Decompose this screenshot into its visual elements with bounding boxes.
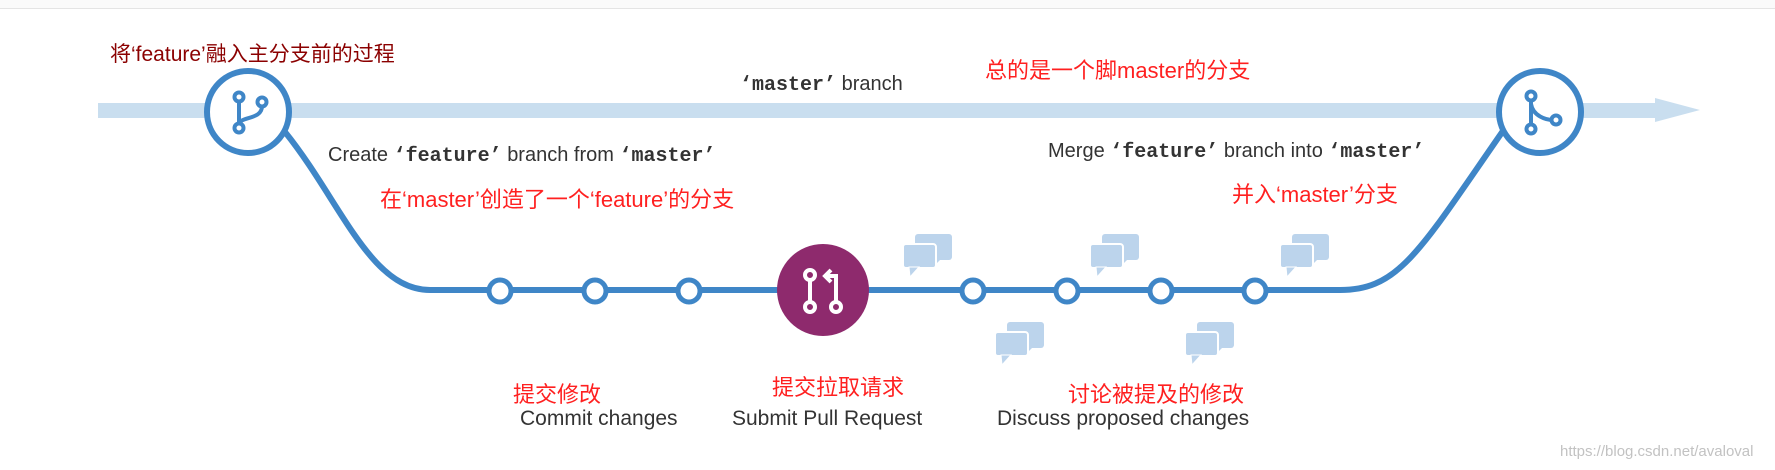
- submit-pull-request-label: Submit Pull Request: [732, 407, 923, 430]
- title-annotation: 将‘feature’融入主分支前的过程: [110, 43, 395, 66]
- commit-node: [581, 277, 609, 305]
- master-branch-label: ‘master’ branch: [740, 74, 903, 96]
- pull-request-icon: [777, 244, 869, 336]
- comment-bubbles-icon: [902, 234, 1329, 367]
- commit-annotation: 提交修改: [513, 382, 602, 407]
- create-prefix: Create: [328, 144, 389, 166]
- pull-request-annotation: 提交拉取请求: [772, 375, 905, 400]
- master-branch-arrow: [98, 98, 1700, 122]
- merge-master: ‘master’: [1328, 141, 1425, 164]
- merge-branch-label: Merge ‘feature’ branch into ‘master’: [1048, 141, 1424, 163]
- watermark: https://blog.csdn.net/avaloval: [1560, 443, 1754, 460]
- commit-node: [1147, 277, 1175, 305]
- create-branch-label: Create ‘feature’ branch from ‘master’: [328, 145, 715, 167]
- master-suffix: branch: [841, 73, 903, 95]
- create-master: ‘master’: [619, 145, 716, 168]
- commit-changes-label: Commit changes: [520, 407, 678, 430]
- merge-feature: ‘feature’: [1110, 141, 1219, 164]
- commit-node: [675, 277, 703, 305]
- commit-nodes: [486, 277, 1269, 305]
- create-annotation: 在‘master’创造了一个‘feature’的分支: [380, 187, 735, 212]
- commit-node: [1053, 277, 1081, 305]
- commit-node: [486, 277, 514, 305]
- discuss-changes-label: Discuss proposed changes: [997, 407, 1250, 430]
- git-merge-icon: [1496, 68, 1584, 156]
- commit-node: [1241, 277, 1269, 305]
- master-name: ‘master’: [740, 74, 837, 97]
- merge-prefix: Merge: [1048, 140, 1105, 162]
- merge-middle: branch into: [1223, 140, 1323, 162]
- git-branch-icon: [204, 68, 292, 156]
- top-border: [0, 0, 1775, 9]
- merge-annotation: 并入‘master’分支: [1232, 182, 1398, 207]
- feature-branch-line: [282, 125, 1508, 293]
- create-feature: ‘feature’: [393, 145, 502, 168]
- create-middle: branch from: [507, 144, 614, 166]
- commit-node: [959, 277, 987, 305]
- master-annotation: 总的是一个脚master的分支: [985, 58, 1251, 83]
- discuss-annotation: 讨论被提及的修改: [1068, 382, 1245, 407]
